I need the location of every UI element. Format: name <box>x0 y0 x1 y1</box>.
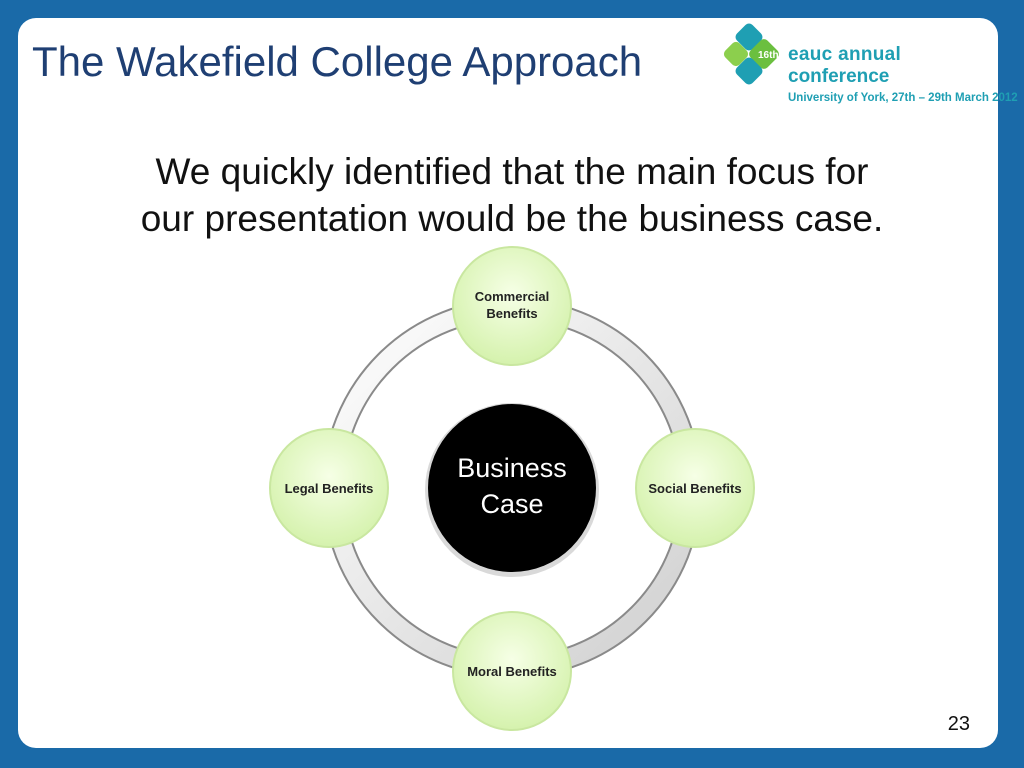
business-case-diagram <box>269 246 755 731</box>
node-top-circle <box>452 246 572 366</box>
conference-logo: 16th eauc annual conference University o… <box>722 23 1018 116</box>
slide: The Wakefield College Approach 16th eauc… <box>18 18 1018 748</box>
node-left-circle <box>269 428 389 548</box>
node-left-label: Legal Benefits <box>284 480 374 496</box>
center-label-line1: Business <box>457 453 567 483</box>
node-top-line1: Commercial <box>474 289 550 304</box>
node-bottom-label: Moral Benefits <box>467 663 557 679</box>
logo-venue-date: University of York, 27th – 29th March 20… <box>788 92 1018 104</box>
logo-name-line2: conference <box>788 66 890 87</box>
node-right-label: Social Benefits <box>648 480 742 496</box>
node-top-label: Commercial Benefits <box>453 280 571 330</box>
node-top-line2: Benefits <box>486 306 538 321</box>
center-label: Business Case <box>429 450 595 530</box>
logo-name-line1: eauc annual <box>788 44 902 65</box>
node-bottom-circle <box>452 611 572 731</box>
slide-subtitle: We quickly identified that the main focu… <box>18 148 1006 242</box>
slide-title: The Wakefield College Approach <box>32 38 643 85</box>
page-number: 23 <box>947 713 970 735</box>
subtitle-line-1: We quickly identified that the main focu… <box>155 151 869 192</box>
subtitle-line-2: our presentation would be the business c… <box>140 198 884 239</box>
logo-clover-icon <box>723 23 779 85</box>
center-circle <box>428 404 596 572</box>
center-label-line2: Case <box>480 489 544 519</box>
node-right-circle <box>635 428 755 548</box>
logo-edition-badge: 16th <box>758 50 779 61</box>
